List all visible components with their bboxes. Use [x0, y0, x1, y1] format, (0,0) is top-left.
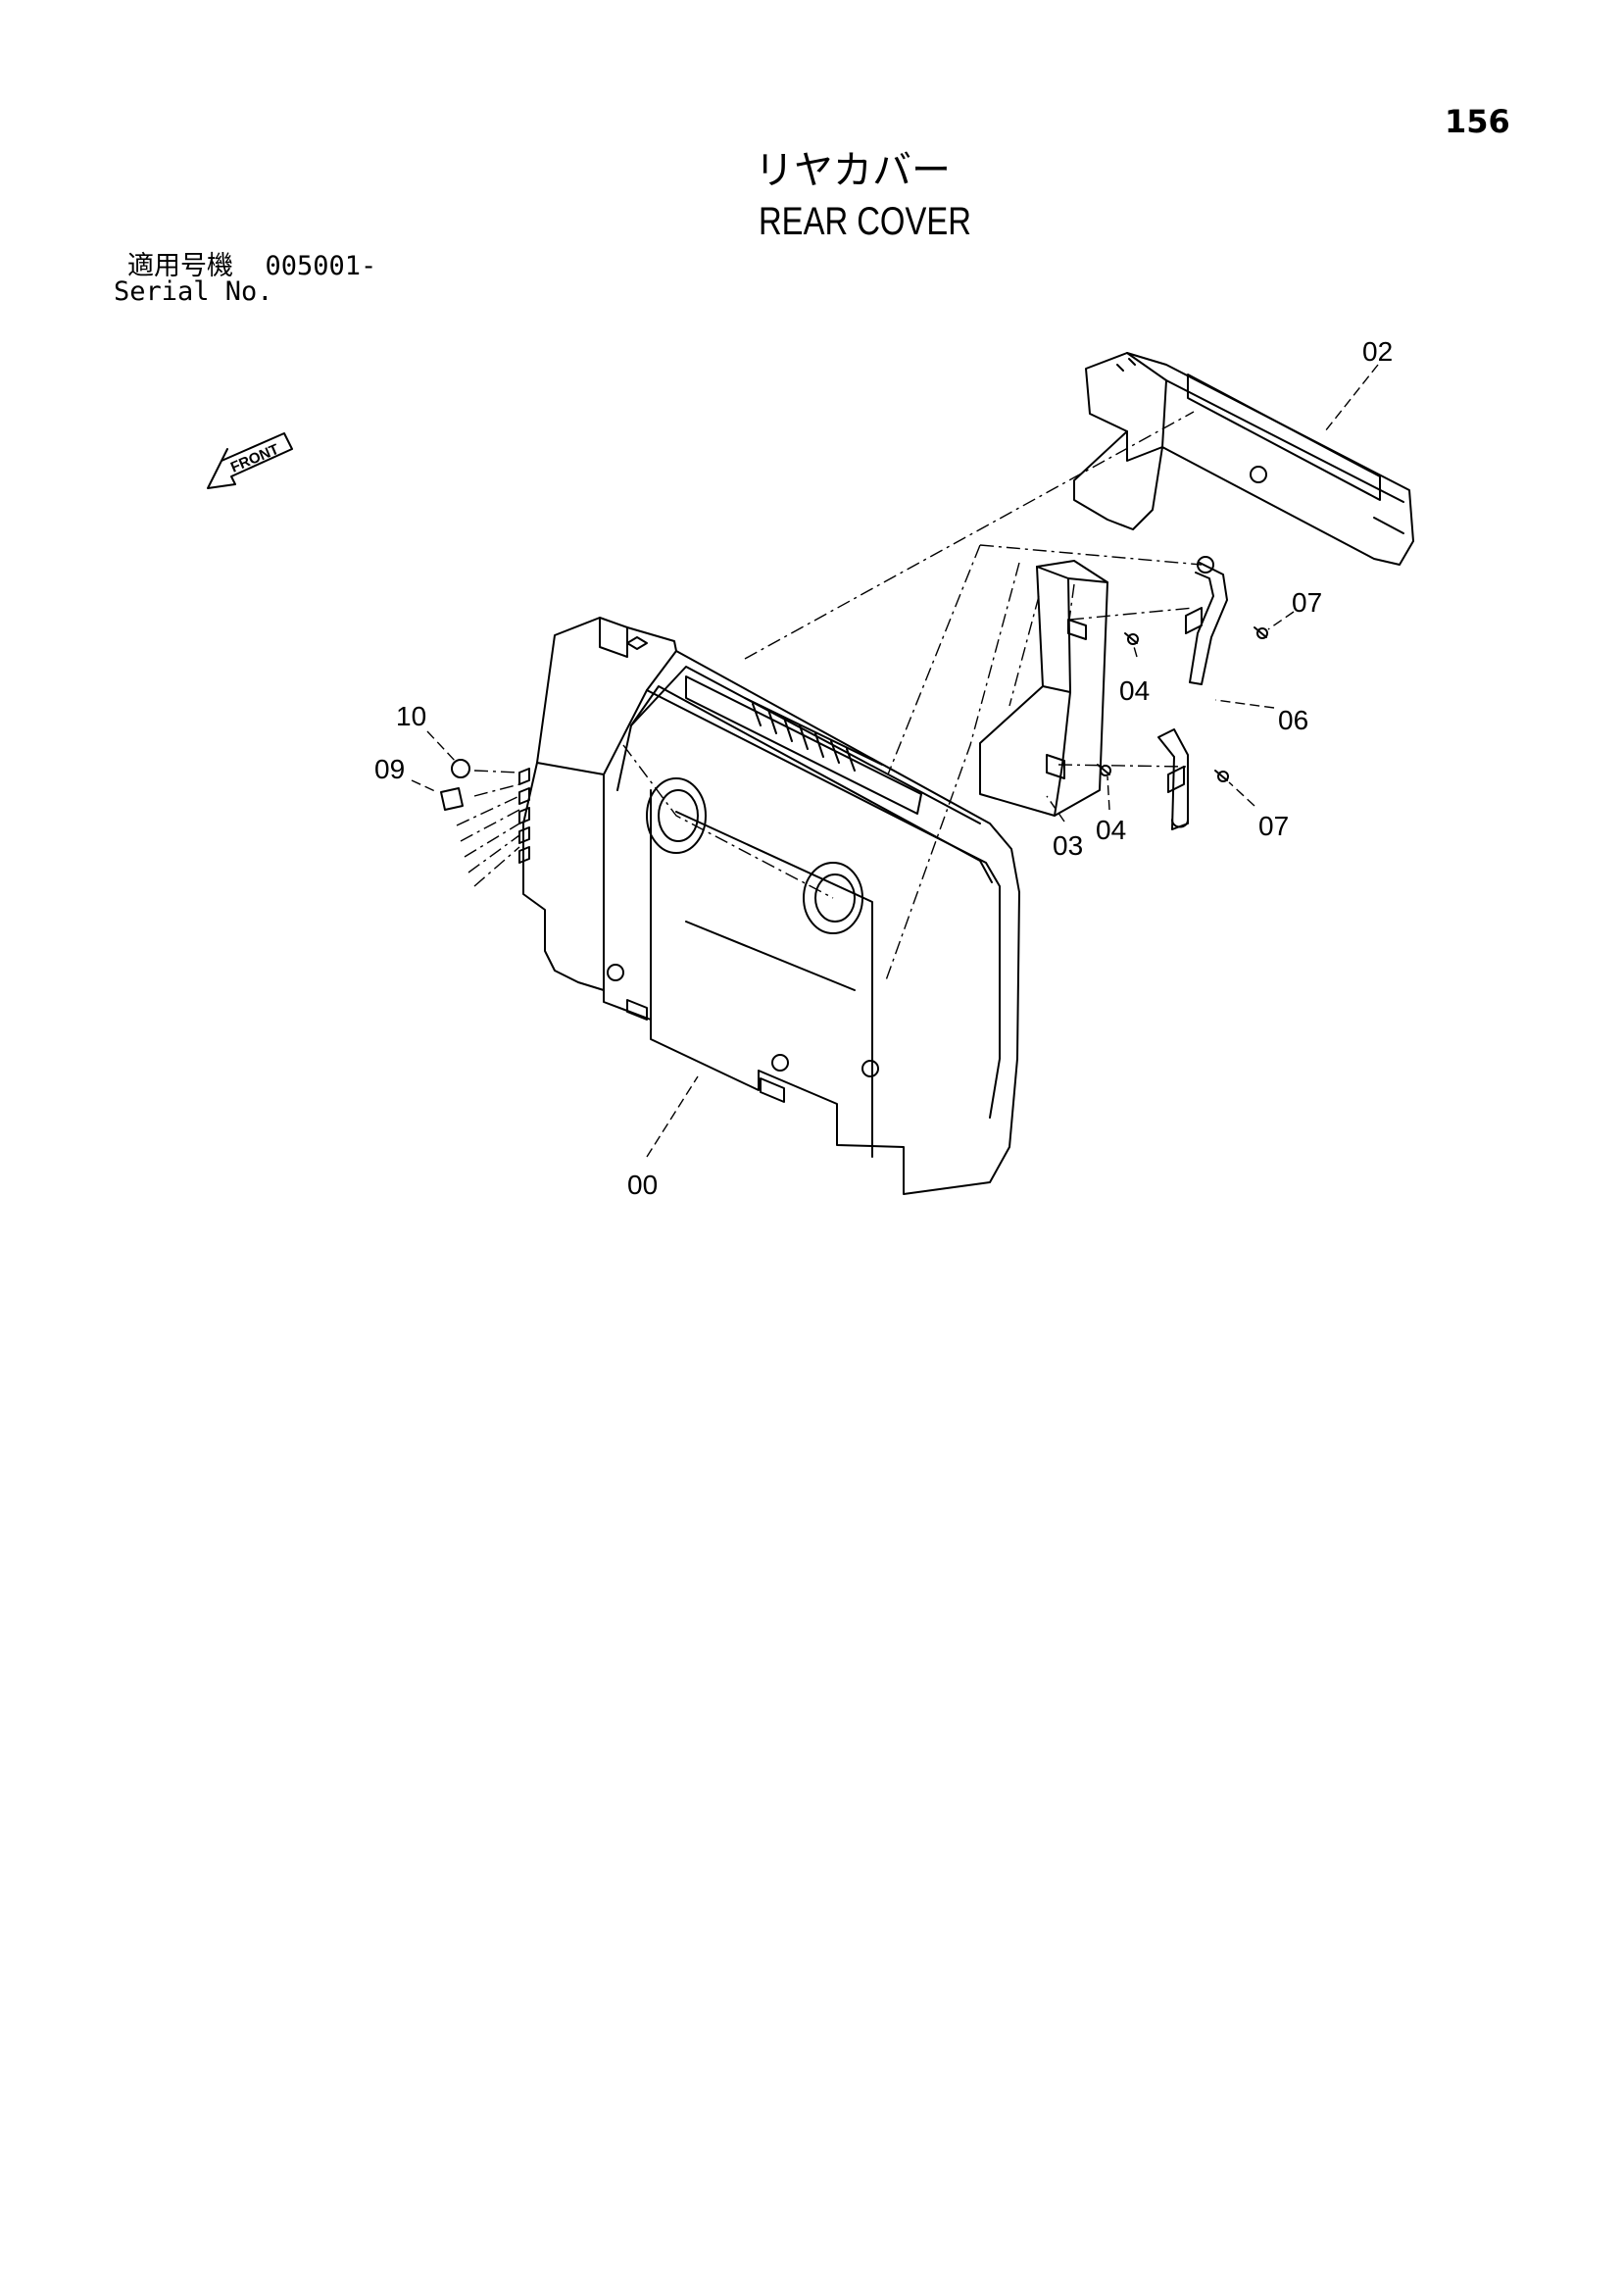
callout-02: 02 [1362, 336, 1393, 367]
leader-lines [456, 411, 1203, 981]
callout-pointers [411, 364, 1379, 1158]
serial-label-en: Serial No. [114, 276, 273, 307]
callout-07a: 07 [1292, 587, 1322, 618]
callout-07b: 07 [1258, 811, 1289, 841]
serial-value: 005001- [265, 251, 377, 281]
title-english: REAR COVER [759, 200, 971, 243]
callout-labels: 02 07 04 06 03 04 07 10 09 00 [374, 336, 1393, 1200]
callout-04a: 04 [1119, 675, 1150, 706]
callout-00: 00 [627, 1170, 658, 1200]
callout-04b: 04 [1096, 815, 1126, 845]
serial-number-line: 適用号機 005001- [127, 253, 376, 279]
serial-label-jp: 適用号機 [127, 251, 233, 281]
callout-09: 09 [374, 754, 405, 784]
rear-cover-main-part [518, 617, 1020, 1195]
hose-part [1157, 556, 1228, 830]
plug-and-cap-parts [440, 759, 470, 811]
page-number: 156 [1445, 103, 1510, 140]
title-japanese: リヤカバー [755, 148, 951, 193]
duct-part [979, 560, 1108, 817]
top-cover-part [1073, 352, 1414, 566]
front-arrow-icon: FRONT [207, 432, 293, 489]
callout-10: 10 [396, 701, 426, 731]
callout-03: 03 [1053, 830, 1083, 861]
callout-06: 06 [1278, 705, 1308, 735]
bolt-parts [1097, 626, 1268, 782]
